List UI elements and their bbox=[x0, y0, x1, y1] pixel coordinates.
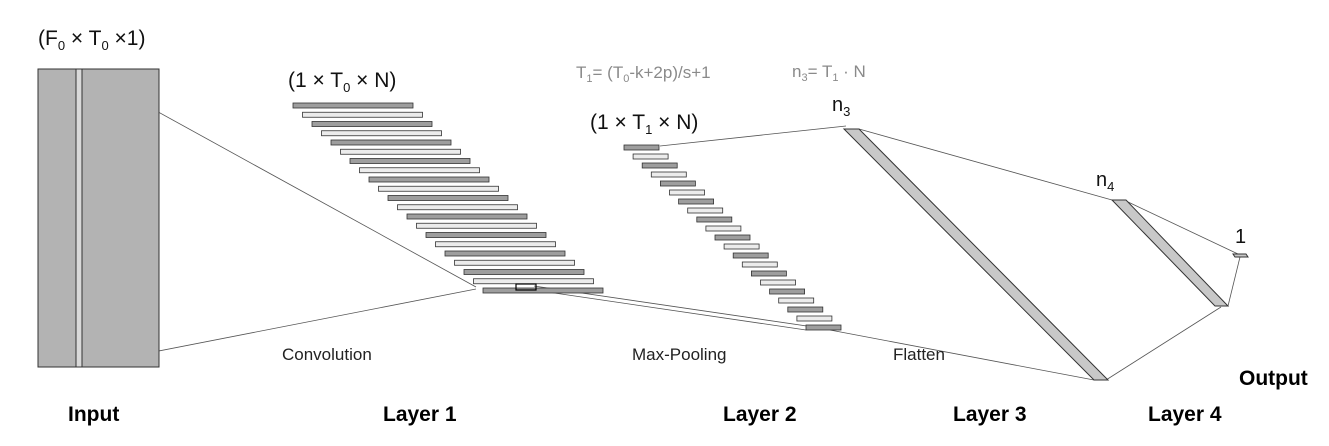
layer1-bar bbox=[425, 232, 547, 238]
layer1-bar bbox=[435, 241, 556, 248]
output-node bbox=[1232, 253, 1249, 258]
layer2-dims-label: (1 × T1 × N) bbox=[590, 111, 699, 137]
layer1-bar bbox=[463, 269, 585, 275]
dense4-out-connector-top bbox=[1125, 200, 1239, 255]
layer1-bar bbox=[359, 167, 480, 174]
dense4-out-connector-bottom bbox=[1227, 256, 1241, 307]
layer2-bar bbox=[669, 189, 705, 196]
pool-connector-b bbox=[533, 289, 807, 331]
layer2-bar bbox=[705, 225, 742, 232]
layer1-bar bbox=[349, 158, 471, 164]
dense3-4-connector-top bbox=[858, 128, 1113, 201]
layer2-bar bbox=[787, 306, 824, 313]
layer2-bar bbox=[632, 153, 669, 160]
input-dims-label: (F0 × T0 ×1) bbox=[38, 27, 146, 53]
layer-2-title: Layer 2 bbox=[723, 403, 797, 426]
layer1-bar bbox=[340, 148, 461, 155]
layer-3-title: Layer 3 bbox=[953, 403, 1027, 426]
layer4-dense-bar bbox=[1110, 199, 1230, 307]
layer1-bar bbox=[482, 287, 604, 294]
layer2-bar bbox=[741, 261, 778, 268]
layer2-bar bbox=[778, 297, 815, 304]
layer1-bar bbox=[368, 176, 490, 183]
node-n3-label: n3 bbox=[832, 94, 851, 119]
layer3-dense-bar bbox=[842, 128, 1110, 381]
layer2-bar bbox=[732, 252, 769, 259]
layer2-bar bbox=[723, 243, 760, 250]
layer-4-title: Layer 4 bbox=[1148, 403, 1222, 426]
layer1-bar bbox=[416, 222, 537, 229]
layer2-bar bbox=[751, 270, 787, 277]
formula-t1: T1= (T0-k+2p)/s+1 bbox=[576, 63, 711, 85]
layer1-bar bbox=[302, 111, 423, 118]
layer1-bar bbox=[444, 250, 566, 257]
layer2-bar bbox=[687, 207, 724, 214]
layer1-bar bbox=[397, 204, 518, 211]
formula-n3: n3= T1 · N bbox=[792, 62, 866, 84]
layer1-bar bbox=[311, 121, 433, 127]
op-convolution: Convolution bbox=[282, 345, 372, 364]
layer2-bar bbox=[769, 288, 805, 295]
layer2-bar bbox=[714, 234, 751, 241]
flatten-connector-bottom bbox=[829, 329, 1095, 381]
dense3-4-connector-bottom bbox=[1105, 306, 1222, 381]
layer2-bar bbox=[760, 279, 796, 286]
input-kernel-slice bbox=[75, 68, 83, 368]
layer2-bar bbox=[678, 198, 714, 205]
flatten-connector-top bbox=[659, 125, 847, 147]
node-n4-label: n4 bbox=[1096, 169, 1115, 194]
layer1-bar bbox=[473, 278, 594, 285]
layer1-bar bbox=[321, 130, 442, 137]
op-flatten: Flatten bbox=[893, 345, 945, 364]
node-output-label: 1 bbox=[1235, 226, 1247, 248]
input-block bbox=[37, 68, 160, 368]
layer2-bar bbox=[641, 162, 678, 169]
layer2-bar bbox=[696, 216, 733, 223]
layer1-dims-label: (1 × T0 × N) bbox=[288, 69, 397, 95]
layer1-bar bbox=[292, 102, 414, 109]
layer1-bar bbox=[378, 185, 499, 192]
layer1-bar bbox=[406, 213, 528, 220]
op-max-pooling: Max-Pooling bbox=[632, 345, 727, 364]
layer1-bar bbox=[387, 195, 509, 201]
layer2-bar bbox=[623, 144, 660, 151]
layer-1-title: Layer 1 bbox=[383, 403, 457, 426]
layer2-bar bbox=[650, 171, 687, 178]
layer1-bar bbox=[454, 259, 575, 266]
output-title: Output bbox=[1239, 367, 1308, 390]
layer2-bar bbox=[660, 180, 696, 187]
layer1-bar bbox=[330, 139, 452, 146]
layer2-bar bbox=[796, 315, 833, 322]
layer2-bar bbox=[805, 324, 842, 331]
layer-input-title: Input bbox=[68, 403, 120, 426]
conv-output-cell bbox=[515, 283, 537, 291]
